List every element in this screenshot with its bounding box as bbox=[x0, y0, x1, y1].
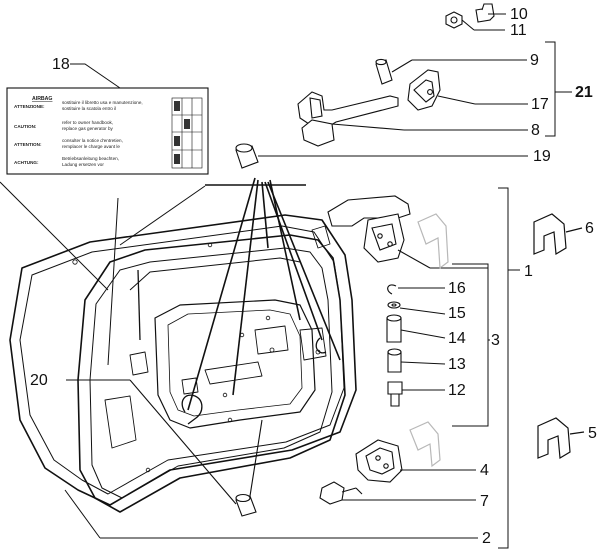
group-bracket-1 bbox=[498, 187, 520, 549]
callout-21: 21 bbox=[575, 84, 593, 101]
bolt-part-10 bbox=[475, 3, 506, 23]
label-heading: AIRBAG bbox=[32, 96, 52, 102]
callout-15: 15 bbox=[448, 305, 466, 322]
label-row-3-key: ACHTUNG: bbox=[14, 160, 39, 165]
ghost-clip-upper bbox=[417, 213, 449, 270]
bolt-part-7 bbox=[319, 481, 476, 505]
circlip-part-16 bbox=[387, 284, 445, 295]
label-row-0-text1: sostituire il libretto usa e manutenzion… bbox=[62, 100, 143, 105]
label-row-2-text2: remplacer le charge avant le bbox=[62, 144, 120, 149]
lock-rod bbox=[137, 269, 327, 425]
callout-17: 17 bbox=[531, 96, 549, 113]
airbag-warning-label-card: AIRBAG ATTENZIONE: sostituire il librett… bbox=[6, 87, 209, 175]
nut-part-11 bbox=[445, 11, 505, 31]
grommet-fan-leaders bbox=[187, 177, 341, 411]
frame-holes bbox=[72, 242, 321, 473]
callout-5: 5 bbox=[588, 425, 597, 442]
label-row-0-text2: sostituire la scatola entro il bbox=[62, 106, 116, 111]
callout-1: 1 bbox=[524, 263, 533, 280]
leader-2 bbox=[64, 489, 478, 539]
bushing-part-9 bbox=[375, 58, 527, 85]
callout-12: 12 bbox=[448, 382, 466, 399]
label-card-leaders bbox=[0, 63, 206, 366]
label-row-2-key: ATTENTION: bbox=[14, 142, 42, 147]
label-row-0-key: ATTENZIONE: bbox=[14, 104, 45, 109]
upper-hinge-assembly bbox=[327, 195, 488, 269]
callout-10: 10 bbox=[510, 6, 528, 23]
label-row-3-text1: Betriebsanleitung beachten, bbox=[62, 156, 119, 161]
bracket-part-17 bbox=[407, 69, 528, 111]
label-row-2-text1: consulter la notice d'entretien, bbox=[62, 138, 123, 143]
grommet-part-20 bbox=[66, 379, 263, 517]
ghost-clip-lower bbox=[409, 421, 441, 468]
callout-3: 3 bbox=[491, 332, 500, 349]
callout-7: 7 bbox=[480, 493, 489, 510]
callout-8: 8 bbox=[531, 122, 540, 139]
clip-part-5 bbox=[537, 417, 585, 460]
callout-2: 2 bbox=[482, 530, 491, 547]
callout-20: 20 bbox=[30, 372, 48, 389]
sleeve-part-13 bbox=[387, 348, 446, 373]
pin-part-14 bbox=[386, 314, 446, 343]
grommet-part-19 bbox=[235, 143, 528, 169]
group-bracket-3 bbox=[452, 263, 490, 427]
bolt-part-12 bbox=[387, 381, 445, 407]
clip-part-6 bbox=[533, 213, 583, 256]
callout-14: 14 bbox=[448, 330, 466, 347]
callout-13: 13 bbox=[448, 356, 466, 373]
label-row-1-key: CAUTION: bbox=[14, 124, 37, 129]
label-row-1-text1: refer to owner handbook, bbox=[62, 120, 113, 125]
label-row-1-text2: replace gas generator by bbox=[62, 126, 114, 131]
group-bracket-21 bbox=[545, 41, 572, 137]
callout-19: 19 bbox=[533, 148, 551, 165]
door-outer-panel bbox=[9, 214, 357, 506]
washer-part-15 bbox=[387, 301, 446, 315]
callout-16: 16 bbox=[448, 280, 466, 297]
callout-4: 4 bbox=[480, 462, 489, 479]
callout-11: 11 bbox=[510, 22, 527, 39]
lower-hinge-part-4 bbox=[355, 439, 476, 483]
callout-numbers: 10 11 9 21 17 8 19 18 6 1 16 15 3 14 13 … bbox=[30, 6, 597, 547]
hinge-arm-part-8 bbox=[297, 91, 528, 147]
label-row-3-text2: Ladung ersetzen vor bbox=[62, 162, 104, 167]
door-inner-frame bbox=[77, 225, 346, 513]
label-date-grid bbox=[171, 97, 203, 169]
callout-9: 9 bbox=[530, 52, 539, 69]
callout-6: 6 bbox=[585, 220, 594, 237]
callout-18: 18 bbox=[52, 56, 70, 73]
